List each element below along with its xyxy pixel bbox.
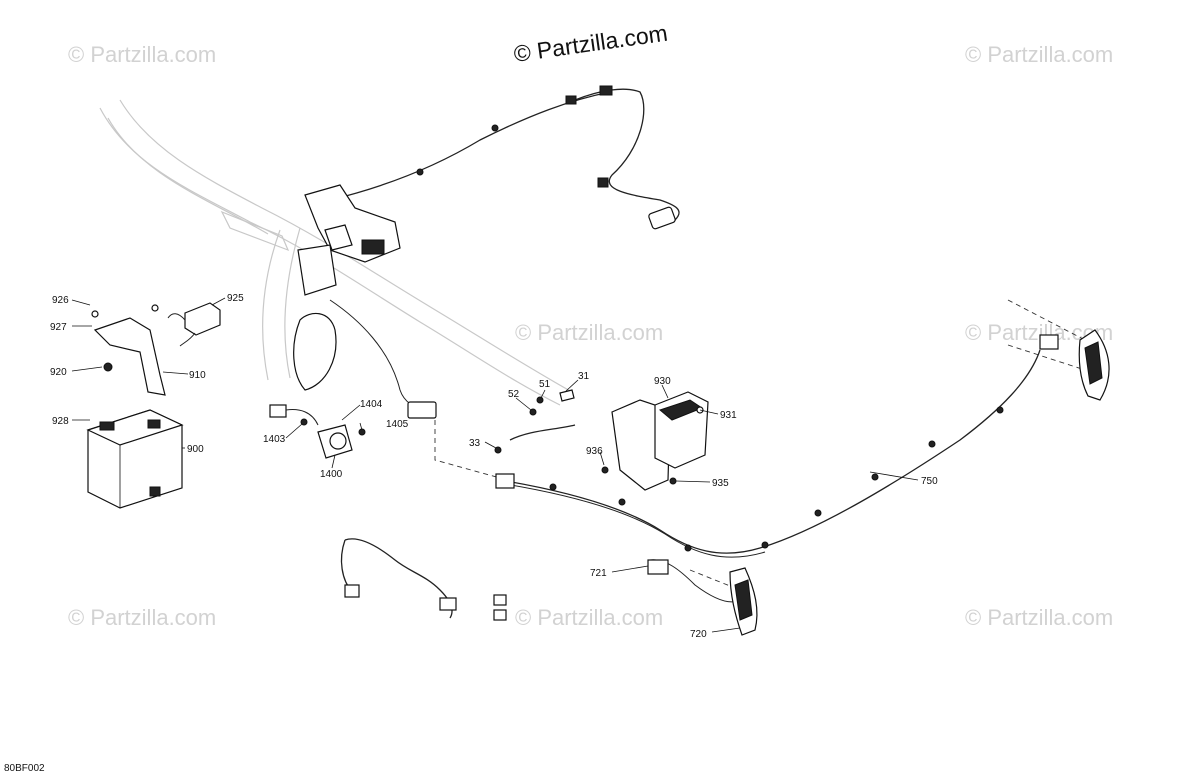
watermark: © Partzilla.com (965, 605, 1113, 630)
callout-920: 920 (50, 367, 67, 378)
callout-925: 925 (227, 293, 244, 304)
battery-bracket-910 (91, 304, 166, 396)
watermark-layer: © Partzilla.com © Partzilla.com © Partzi… (68, 20, 1113, 630)
callout-928: 928 (52, 416, 69, 427)
tail-light-720 (729, 567, 758, 636)
callout-750: 750 (921, 476, 938, 487)
callout-900: 900 (187, 444, 204, 455)
connector (439, 597, 457, 611)
connector (597, 177, 609, 188)
fasteners (494, 389, 576, 454)
dashed-guide (1007, 344, 1086, 371)
callout-936: 936 (586, 446, 603, 457)
callout-935: 935 (712, 478, 729, 489)
watermark: © Partzilla.com (68, 42, 216, 67)
callout-33: 33 (469, 438, 481, 449)
rear-harness-750 (495, 334, 1059, 603)
connector (565, 95, 577, 105)
callout-910: 910 (189, 370, 206, 381)
callout-1403: 1403 (263, 434, 286, 445)
clip (491, 124, 499, 132)
central-bracket (293, 184, 437, 419)
lower-harness (340, 538, 507, 621)
connector (648, 206, 676, 230)
diagram-code: 80BF002 (4, 763, 45, 774)
watermark-main: © Partzilla.com (512, 20, 669, 67)
leader-lines (71, 297, 919, 633)
connector (1039, 334, 1059, 350)
tail-light-right (1078, 329, 1110, 401)
callout-labels: 926 927 925 920 910 928 900 1404 1403 14… (50, 293, 938, 640)
dashed-guide (434, 420, 501, 479)
watermark: © Partzilla.com (965, 42, 1113, 67)
callout-927: 927 (50, 322, 67, 333)
connector (495, 473, 515, 489)
watermark: © Partzilla.com (515, 320, 663, 345)
callout-720: 720 (690, 629, 707, 640)
callout-52: 52 (508, 389, 520, 400)
callout-1405: 1405 (386, 419, 409, 430)
main-harness (329, 85, 680, 230)
connector (361, 239, 385, 255)
callout-930: 930 (654, 376, 671, 387)
relay-925 (167, 302, 221, 347)
solenoid-1400 (269, 404, 366, 459)
callout-931: 931 (720, 410, 737, 421)
callout-1400: 1400 (320, 469, 343, 480)
battery-900 (86, 409, 184, 509)
module-930 (601, 391, 709, 491)
connector (269, 404, 287, 418)
connector (599, 85, 613, 96)
callout-721: 721 (590, 568, 607, 579)
connector (407, 401, 437, 419)
watermark: © Partzilla.com (515, 605, 663, 630)
callout-51: 51 (539, 379, 551, 390)
dashed-guide (1007, 299, 1086, 341)
clip (416, 168, 424, 176)
callout-926: 926 (52, 295, 69, 306)
connector (344, 584, 360, 598)
callout-31: 31 (578, 371, 590, 382)
watermark: © Partzilla.com (68, 605, 216, 630)
callout-1404: 1404 (360, 399, 383, 410)
connector (647, 559, 669, 575)
